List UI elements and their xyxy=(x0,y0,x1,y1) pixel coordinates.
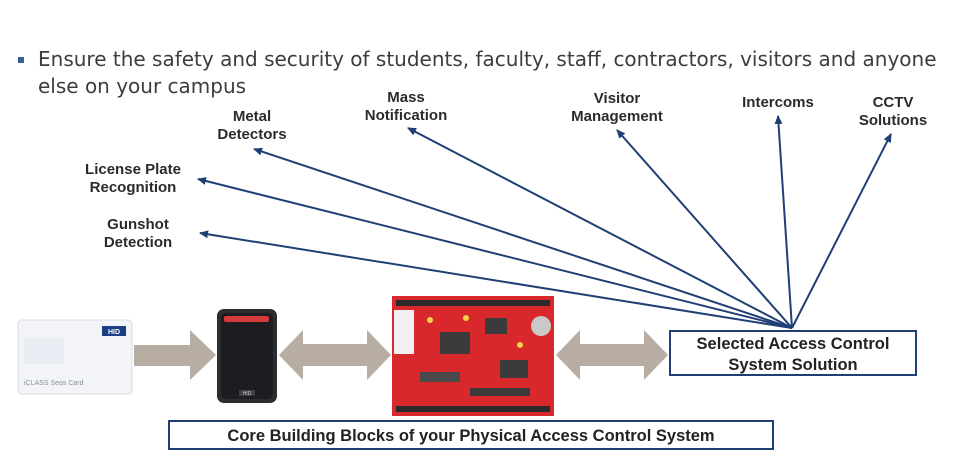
block-arrow-controller-acs xyxy=(556,330,668,380)
label-mass-notification: Mass Notification xyxy=(364,89,448,124)
arrow-lpr xyxy=(197,177,793,329)
label-intercoms: Intercoms xyxy=(742,94,814,111)
card-brand: HID xyxy=(108,329,120,336)
access-control-solution-box: Selected Access Control System Solution xyxy=(669,330,917,376)
access-card: HID iCLASS Seos Card xyxy=(17,319,133,395)
integration-arrows xyxy=(197,115,892,329)
block-arrow-card-reader xyxy=(134,330,216,380)
bullet-marker xyxy=(18,57,24,63)
label-metal-detectors: Metal Detectors xyxy=(217,108,287,143)
arrow-visitor xyxy=(616,129,793,329)
bullet-text: Ensure the safety and security of studen… xyxy=(38,47,937,98)
arrow-intercoms xyxy=(774,115,793,329)
label-visitor-management: Visitor Management xyxy=(571,90,663,125)
arrow-metal xyxy=(253,147,793,329)
arrow-cctv xyxy=(791,133,892,329)
label-cctv-solutions: CCTV Solutions xyxy=(858,94,928,129)
bullet-point: Ensure the safety and security of studen… xyxy=(16,46,966,100)
arrow-mass xyxy=(407,127,793,329)
arrow-gunshot xyxy=(199,230,793,329)
label-gunshot-detection: Gunshot Detection xyxy=(103,216,173,251)
controller-board xyxy=(392,296,554,416)
card-caption: iCLASS Seos Card xyxy=(24,380,84,387)
block-arrow-reader-controller xyxy=(279,330,391,380)
reader-brand: HID xyxy=(243,391,252,397)
card-reader: HID xyxy=(217,309,277,403)
label-license-plate-recognition: License Plate Recognition xyxy=(85,161,181,196)
core-building-blocks-box: Core Building Blocks of your Physical Ac… xyxy=(168,420,774,450)
